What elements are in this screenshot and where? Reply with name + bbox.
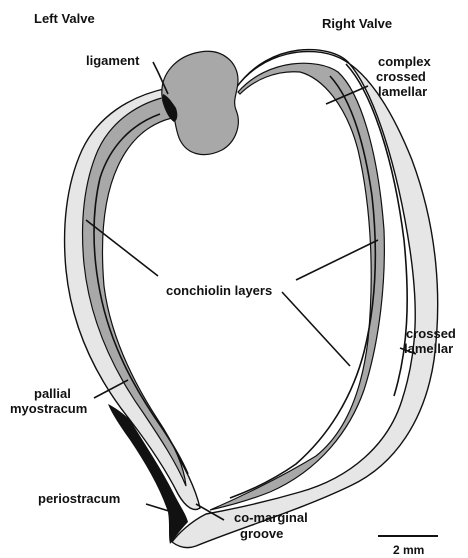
- ligament-label: ligament: [86, 53, 140, 68]
- leader-conchiolin-mid: [282, 292, 350, 366]
- leader-conchiolin-right: [296, 240, 378, 280]
- pallial-myostracum-line-1: pallial: [34, 386, 71, 401]
- complex-crossed-lamellar-line-3: lamellar: [378, 84, 427, 99]
- hinge-region: [162, 51, 238, 154]
- crossed-lamellar-line-2: lamellar: [404, 341, 453, 356]
- complex-crossed-lamellar-line-2: crossed: [376, 69, 426, 84]
- left-valve-label: Left Valve: [34, 11, 95, 26]
- complex-crossed-lamellar-line-1: complex: [378, 54, 432, 69]
- conchiolin-layers-label: conchiolin layers: [166, 283, 272, 298]
- co-marginal-groove-line-2: groove: [240, 526, 283, 541]
- periostracum-label: periostracum: [38, 491, 120, 506]
- crossed-lamellar-label: crossed lamellar: [404, 326, 460, 356]
- crossed-lamellar-line-1: crossed: [406, 326, 456, 341]
- scale-bar-label: 2 mm: [393, 543, 424, 557]
- right-valve-label: Right Valve: [322, 16, 392, 31]
- co-marginal-groove-label: co-marginal groove: [234, 510, 311, 541]
- complex-crossed-lamellar-label: complex crossed lamellar: [376, 54, 434, 99]
- left-valve-outer-layer: [65, 88, 200, 509]
- co-marginal-groove-line-1: co-marginal: [234, 510, 308, 525]
- pallial-myostracum-line-2: myostracum: [10, 401, 87, 416]
- pallial-myostracum-label: pallial myostracum: [10, 386, 87, 416]
